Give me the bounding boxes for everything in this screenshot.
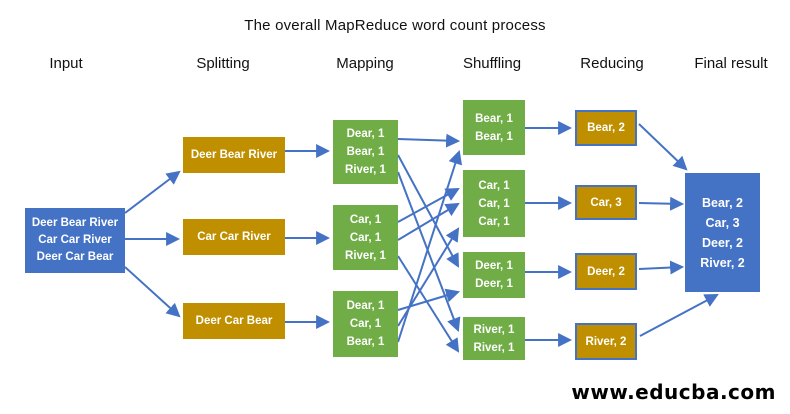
column-label-shuffling: Shuffling xyxy=(462,55,522,72)
column-label-reducing: Reducing xyxy=(580,55,644,72)
shuffle-line: River, 1 xyxy=(473,341,515,354)
shuffle-line: Car, 1 xyxy=(478,197,510,210)
column-label-splitting: Splitting xyxy=(196,55,250,72)
split-node-3: Deer Car Bear xyxy=(183,303,285,339)
shuffle-line: Car, 1 xyxy=(478,179,510,192)
final-line: River, 2 xyxy=(700,255,745,270)
input-line: Car Car River xyxy=(38,234,112,246)
shuffle-line: Bear, 1 xyxy=(475,112,513,125)
map-line: Car, 1 xyxy=(349,213,382,226)
shuffle-node-bear: Bear, 1 Bear, 1 xyxy=(463,100,525,155)
edge-map3-shuffle-bear xyxy=(397,150,463,343)
input-line: Deer Bear River xyxy=(31,217,119,229)
reduce-node-river: River, 2 xyxy=(575,323,637,360)
map-node-1: Dear, 1 Bear, 1 River, 1 xyxy=(333,120,398,184)
edge-map2-shuffle-river xyxy=(397,255,460,353)
diagram-title: The overall MapReduce word count process xyxy=(244,17,546,34)
shuffle-node-car: Car, 1 Car, 1 Car, 1 xyxy=(463,170,525,237)
map-node-2: Car, 1 Car, 1 River, 1 xyxy=(333,205,398,270)
map-line: River, 1 xyxy=(345,164,386,176)
map-node-3: Dear, 1 Car, 1 Bear, 1 xyxy=(333,291,398,357)
split-node-1: Deer Bear River xyxy=(183,137,285,173)
reduce-label: Deer, 2 xyxy=(587,265,625,278)
edge-map1-shuffle-river xyxy=(397,171,461,332)
educba-watermark: www.educba.com xyxy=(571,380,776,404)
shuffle-node-deer: Deer, 1 Deer, 1 xyxy=(463,252,525,298)
final-line: Bear, 2 xyxy=(701,195,743,210)
split-label: Car Car River xyxy=(197,231,271,243)
final-line: Car, 3 xyxy=(705,215,740,230)
edge-reduce2-final xyxy=(638,196,685,211)
reduce-node-deer: Deer, 2 xyxy=(575,253,637,290)
shuffle-line: River, 1 xyxy=(473,323,515,336)
edge-reduce1-final xyxy=(638,123,688,171)
split-node-2: Car Car River xyxy=(183,219,285,255)
map-line: Dear, 1 xyxy=(346,128,385,140)
map-line: Car, 1 xyxy=(349,231,382,244)
edge-input-split3 xyxy=(124,266,181,318)
map-line: Dear, 1 xyxy=(346,300,385,312)
column-label-mapping: Mapping xyxy=(336,55,394,72)
shuffle-node-river: River, 1 River, 1 xyxy=(463,317,525,360)
shuffle-line: Bear, 1 xyxy=(475,130,513,143)
reduce-label: Car, 3 xyxy=(590,196,622,209)
edge-reduce3-final xyxy=(638,260,685,275)
split-label: Deer Car Bear xyxy=(195,315,273,327)
map-line: Car, 1 xyxy=(349,318,382,330)
edge-map2-shuffle-car-a xyxy=(397,187,460,223)
split-label: Deer Bear River xyxy=(190,149,278,161)
map-line: Bear, 1 xyxy=(346,336,385,348)
map-line: Bear, 1 xyxy=(346,146,385,158)
edge-map2-shuffle-car-b xyxy=(397,202,460,241)
edge-map1-shuffle-deer xyxy=(397,154,459,268)
edge-map3-shuffle-car xyxy=(397,227,460,327)
column-label-final-result: Final result xyxy=(694,55,768,72)
edge-map1-shuffle-bear xyxy=(397,133,461,148)
reduce-label: Bear, 2 xyxy=(587,122,625,134)
final-line: Deer, 2 xyxy=(701,235,743,250)
reduce-node-car: Car, 3 xyxy=(575,185,637,220)
column-label-input: Input xyxy=(49,55,83,72)
edge-input-split1 xyxy=(124,170,181,214)
reduce-node-bear: Bear, 2 xyxy=(575,110,637,146)
edge-map3-shuffle-deer xyxy=(397,288,461,311)
shuffle-line: Deer, 1 xyxy=(475,260,513,272)
shuffle-line: Car, 1 xyxy=(478,215,510,228)
map-line: River, 1 xyxy=(345,249,386,262)
input-line: Deer Car Bear xyxy=(36,251,114,263)
shuffle-line: Deer, 1 xyxy=(475,278,513,290)
input-node: Deer Bear River Car Car River Deer Car B… xyxy=(25,208,125,273)
final-result-node: Bear, 2 Car, 3 Deer, 2 River, 2 xyxy=(685,173,760,292)
reduce-label: River, 2 xyxy=(585,335,627,348)
edge-reduce4-final xyxy=(639,294,719,337)
